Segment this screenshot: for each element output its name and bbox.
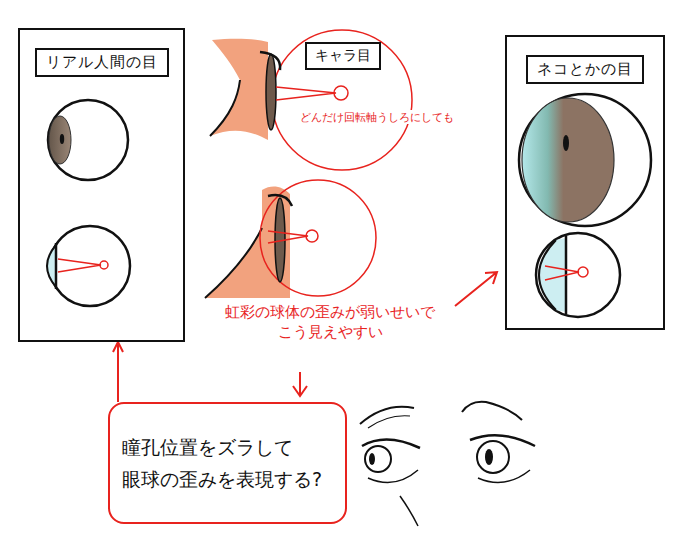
eyeball-outline xyxy=(50,226,130,306)
cornea-bulge xyxy=(539,238,566,312)
cornea-outline xyxy=(539,240,556,310)
pointer-arrow xyxy=(293,372,307,396)
eyebrow xyxy=(462,402,522,420)
rotation-center xyxy=(306,230,318,242)
iris-plane xyxy=(55,243,58,289)
iris xyxy=(266,54,276,130)
pointer-arrow xyxy=(455,272,497,306)
eyebrow xyxy=(368,416,410,428)
iris xyxy=(522,98,614,222)
eyeball-outline xyxy=(519,94,651,226)
eyelid xyxy=(260,52,280,70)
node-text: 瞳孔位置をズラして 眼球の歪みを表現する? xyxy=(122,431,333,496)
rotation-center xyxy=(100,261,108,269)
rotation-center xyxy=(334,86,348,100)
connector-arrow xyxy=(117,342,119,402)
pupil xyxy=(369,453,375,465)
eye-panel: リアル人間の目 xyxy=(18,28,185,342)
iris xyxy=(365,446,391,472)
rotation-cone xyxy=(545,266,579,280)
cornea-bulge xyxy=(47,245,56,287)
face-line xyxy=(400,496,418,526)
eyelid xyxy=(268,195,292,206)
eyeball-sphere xyxy=(260,180,376,296)
eyelid xyxy=(362,439,420,448)
cheek-line xyxy=(205,228,262,298)
cheek-line xyxy=(210,80,240,136)
eyeball-outline xyxy=(536,233,620,317)
eye-panel: ネコとかの目 xyxy=(505,35,665,330)
rotation-center xyxy=(578,267,588,277)
face-profile xyxy=(210,39,268,140)
iris xyxy=(49,116,71,164)
iris xyxy=(477,441,509,473)
rotation-cone xyxy=(268,231,308,243)
eyeball-sphere xyxy=(272,30,412,170)
node-text: キャラ目 xyxy=(315,47,371,65)
rotation-cone xyxy=(276,87,336,100)
question-box: 瞳孔位置をズラして 眼球の歪みを表現する? xyxy=(108,402,347,524)
eyeball-outline xyxy=(48,100,128,180)
heading-tag: キャラ目 xyxy=(305,42,381,70)
pupil xyxy=(485,449,493,465)
node-text: ネコとかの目 xyxy=(526,55,644,84)
rotation-cone xyxy=(58,259,101,272)
note-text: どんだけ回転軸うしろにしても xyxy=(298,110,456,124)
pupil xyxy=(563,135,569,151)
face-profile xyxy=(205,187,290,298)
pupil xyxy=(60,134,64,144)
node-text: リアル人間の目 xyxy=(35,48,169,77)
caption-note: 虹彩の球体の歪みが弱いせいで こう見えやすい xyxy=(210,302,450,343)
